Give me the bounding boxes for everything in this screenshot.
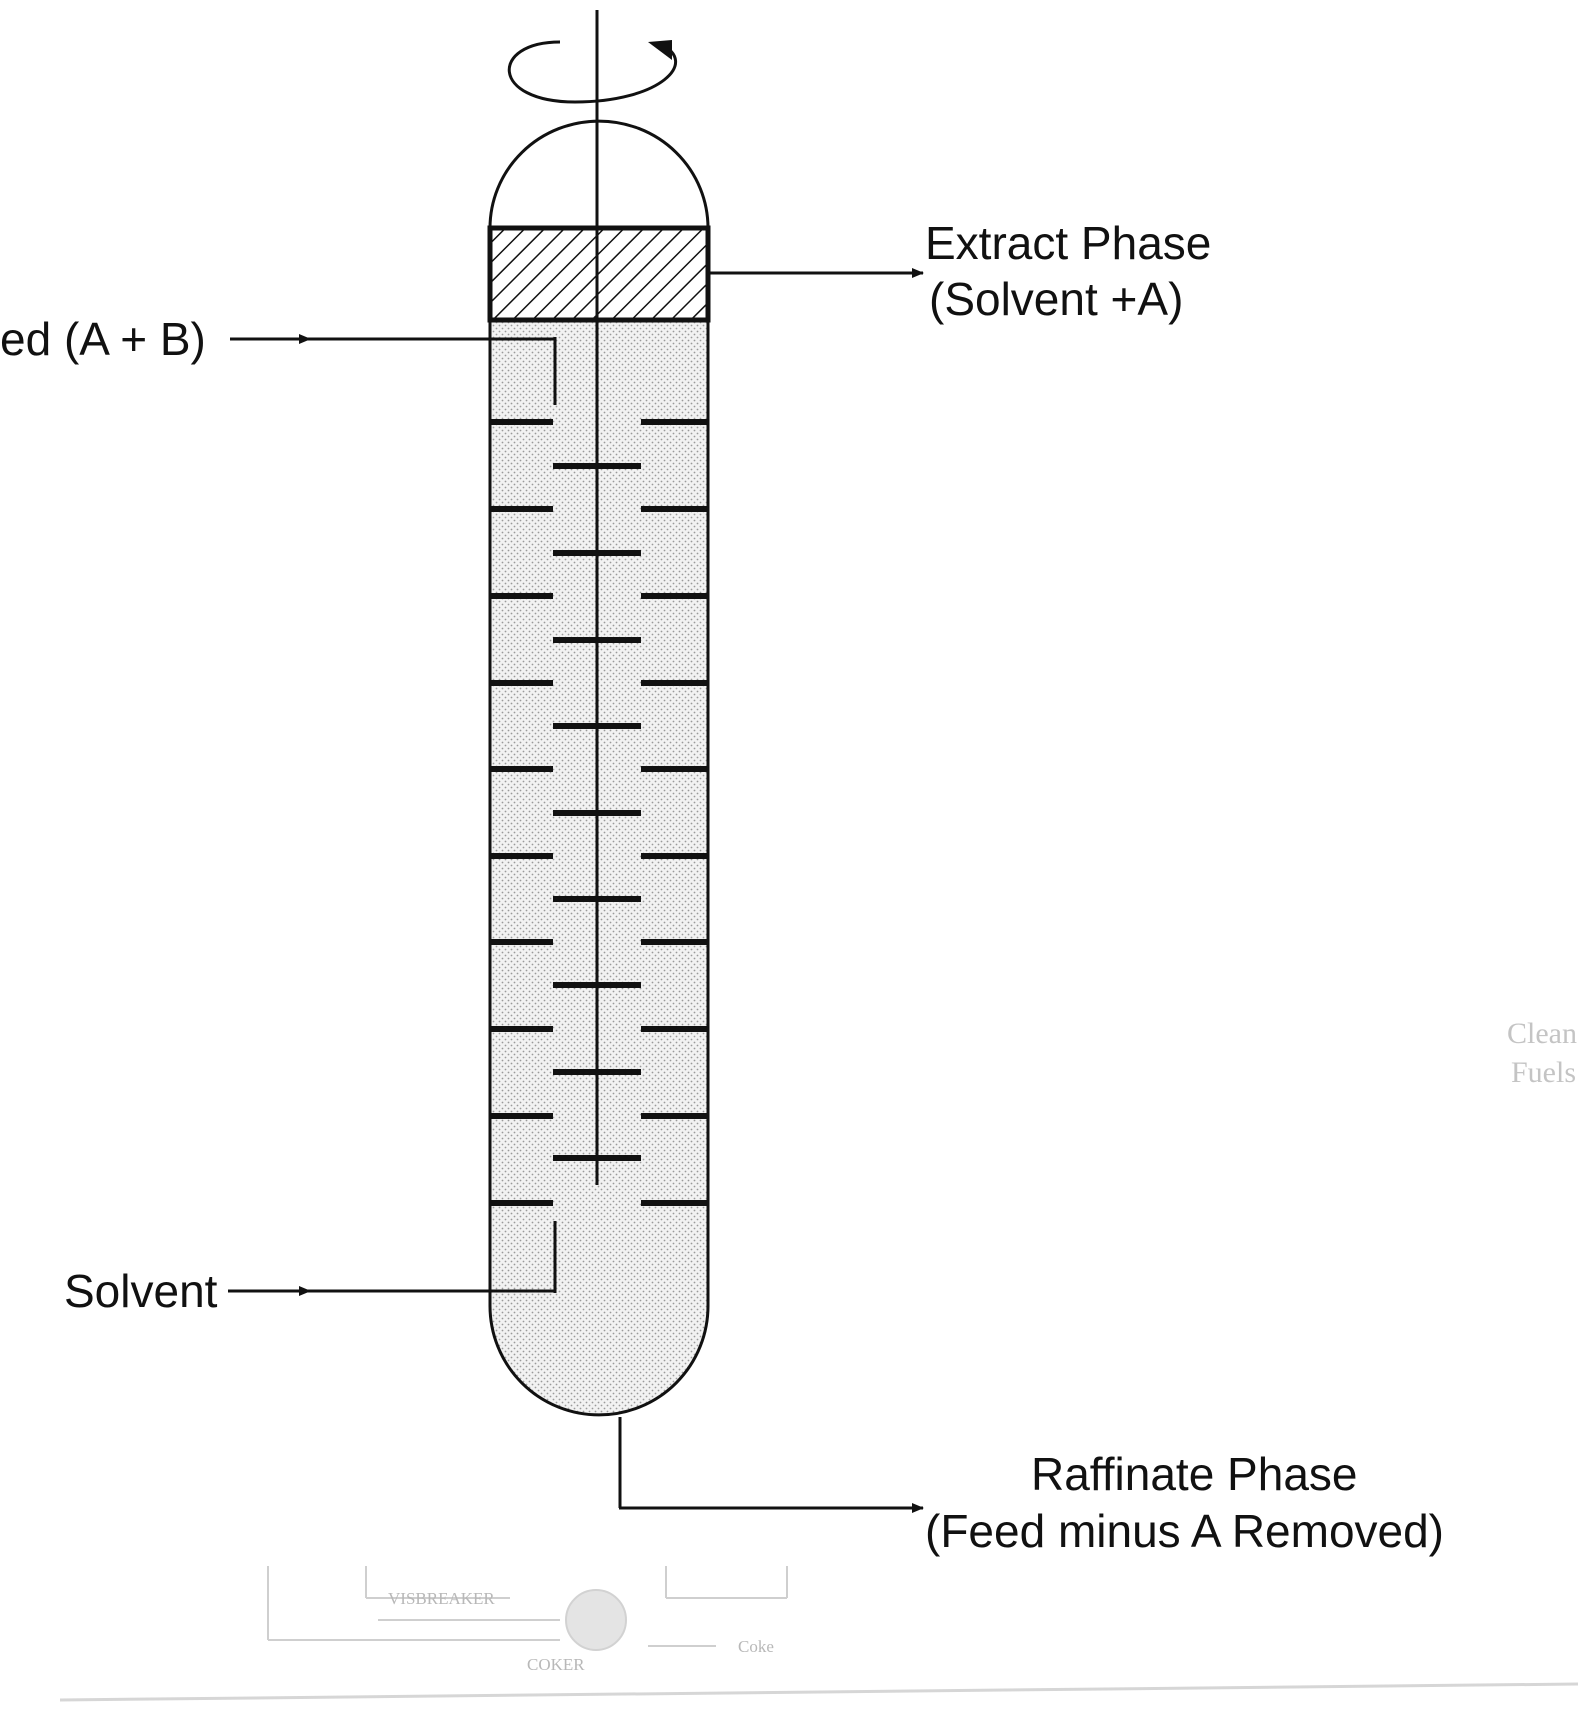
rotation-arrow-icon [507,40,678,104]
watermark-line1: Clean [1507,1017,1577,1050]
watermark-line2: Fuels [1511,1056,1576,1089]
solvent-inlet [228,1221,557,1296]
stator-baffles [490,419,708,1206]
raffinate-label-line1: Raffinate Phase [1031,1448,1358,1500]
hatched-settling-zone [487,225,711,323]
solvent-label: Solvent [64,1265,218,1317]
feed-inlet [230,334,557,405]
column-top-dome [488,119,710,229]
faint-bleed-through-sketch [59,1566,1578,1702]
extract-label-line1: Extract Phase [925,217,1211,269]
faint-coker-label: COKER [527,1655,585,1674]
rotor-discs [553,463,641,1161]
column-body [488,318,710,1417]
feed-label: ed (A + B) [0,313,206,365]
faint-visbreaker-label: VISBREAKER [388,1589,495,1608]
raffinate-outlet [618,1417,924,1513]
faint-coke-label: Coke [738,1637,774,1656]
extract-label-line2: (Solvent +A) [929,273,1183,325]
raffinate-label-line2: (Feed minus A Removed) [925,1505,1444,1557]
